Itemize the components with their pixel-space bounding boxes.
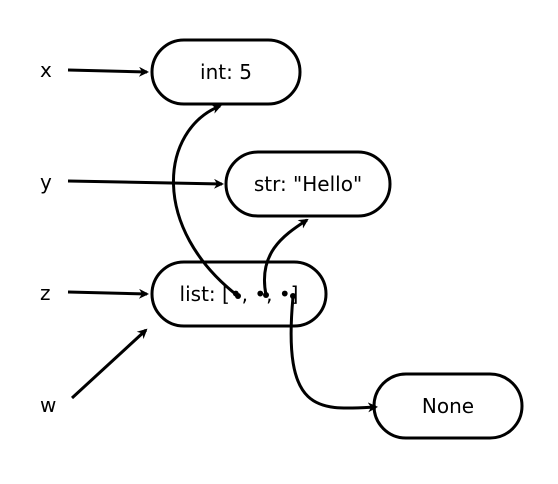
- list-element-1-arrow: [172, 104, 239, 298]
- str-object-label: str: "Hello": [254, 172, 362, 196]
- y-reference-arrow: [67, 178, 224, 189]
- int-object-label: int: 5: [200, 60, 252, 84]
- list-element-3-dot: [290, 293, 296, 299]
- variable-y-label: y: [40, 170, 52, 194]
- w-reference-arrow: [70, 328, 148, 400]
- list-element-3-arrow: [289, 296, 378, 413]
- variable-x-label: x: [40, 58, 52, 82]
- list-element-2-arrow: [263, 218, 309, 296]
- int-object-node: int: 5: [150, 38, 302, 106]
- none-object-label: None: [422, 394, 474, 418]
- x-reference-arrow: [67, 66, 149, 77]
- list-element-2-dot: [263, 292, 269, 298]
- z-reference-arrow: [67, 288, 149, 299]
- variable-w-label: w: [40, 393, 56, 417]
- variable-z-label: z: [40, 281, 51, 305]
- none-object-node: None: [372, 372, 524, 440]
- str-object-node: str: "Hello": [224, 150, 392, 218]
- list-element-1-dot: [235, 293, 241, 299]
